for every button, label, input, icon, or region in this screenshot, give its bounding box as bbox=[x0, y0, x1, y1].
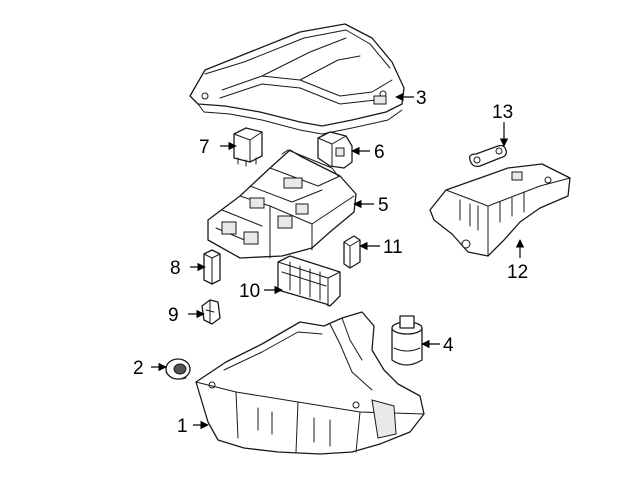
part-1-lower-housing bbox=[195, 311, 425, 455]
callout-leaders bbox=[151, 92, 525, 430]
callout-6: 6 bbox=[374, 142, 385, 163]
callout-5: 5 bbox=[378, 195, 389, 216]
callout-10: 10 bbox=[239, 281, 260, 302]
part-9-connector bbox=[201, 299, 221, 325]
callout-4: 4 bbox=[443, 335, 454, 356]
part-7-relay bbox=[233, 127, 263, 167]
part-6-bracket bbox=[317, 131, 353, 169]
callout-3: 3 bbox=[416, 88, 427, 109]
part-12-terminal-bracket bbox=[429, 163, 571, 257]
callout-7: 7 bbox=[199, 137, 210, 158]
callout-1: 1 bbox=[177, 416, 188, 437]
callout-11: 11 bbox=[383, 237, 403, 258]
callout-8: 8 bbox=[170, 258, 181, 279]
callout-13: 13 bbox=[492, 102, 513, 123]
part-3-upper-cover bbox=[189, 23, 405, 135]
part-11-fuse bbox=[343, 235, 361, 269]
callout-2: 2 bbox=[133, 358, 144, 379]
part-10-fuse-block bbox=[277, 255, 341, 307]
callout-labels: 3 7 6 5 11 8 10 9 13 12 4 2 1 bbox=[133, 88, 528, 437]
part-5-fuse-carrier bbox=[207, 149, 357, 259]
part-4-cylinder bbox=[391, 315, 423, 366]
part-2-grommet bbox=[165, 358, 191, 380]
callout-12: 12 bbox=[507, 262, 528, 283]
callout-9: 9 bbox=[168, 305, 179, 326]
part-8-clip bbox=[203, 249, 221, 285]
part-13-bus-strap bbox=[468, 144, 508, 168]
